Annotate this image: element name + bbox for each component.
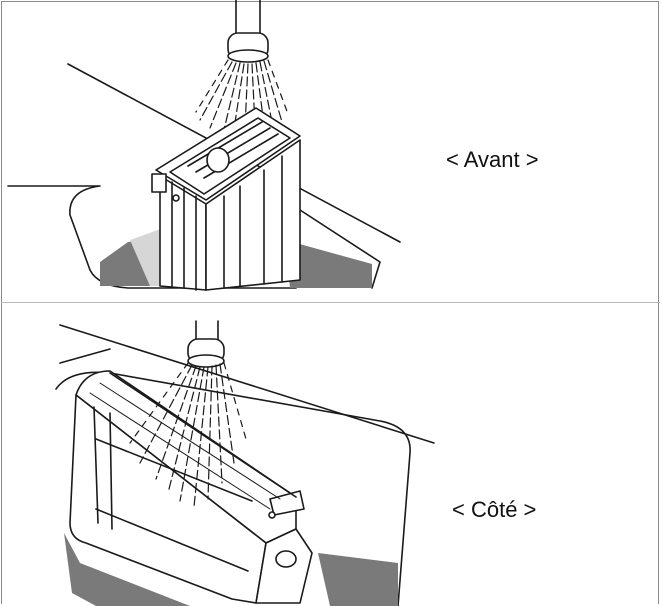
- sink-floor-right: [285, 240, 372, 288]
- counter-edge-left: [59, 348, 111, 364]
- sink-floor: [64, 533, 190, 606]
- side-view-illustration: [55, 320, 435, 606]
- sink-rim: [7, 185, 297, 289]
- panel-divider: [1, 302, 660, 303]
- faucet-icon: [187, 320, 225, 368]
- front-view-panel: < Avant >: [7, 0, 539, 291]
- faucet-icon: [227, 0, 269, 63]
- sink-rim-right: [299, 209, 381, 289]
- sink-floor-right: [318, 553, 398, 606]
- front-view-caption: < Avant >: [446, 147, 539, 172]
- side-view-caption: < Côté >: [452, 497, 537, 522]
- sink-rim: [55, 371, 411, 606]
- front-view-illustration: [7, 0, 401, 291]
- side-view-panel: < Côté >: [0, 303, 662, 606]
- filter-cartridge-icon: [151, 107, 301, 291]
- filter-cartridge-icon: [69, 370, 313, 604]
- water-spray-icon: [195, 59, 289, 149]
- counter-edge: [59, 324, 435, 444]
- water-spray-icon: [129, 362, 247, 508]
